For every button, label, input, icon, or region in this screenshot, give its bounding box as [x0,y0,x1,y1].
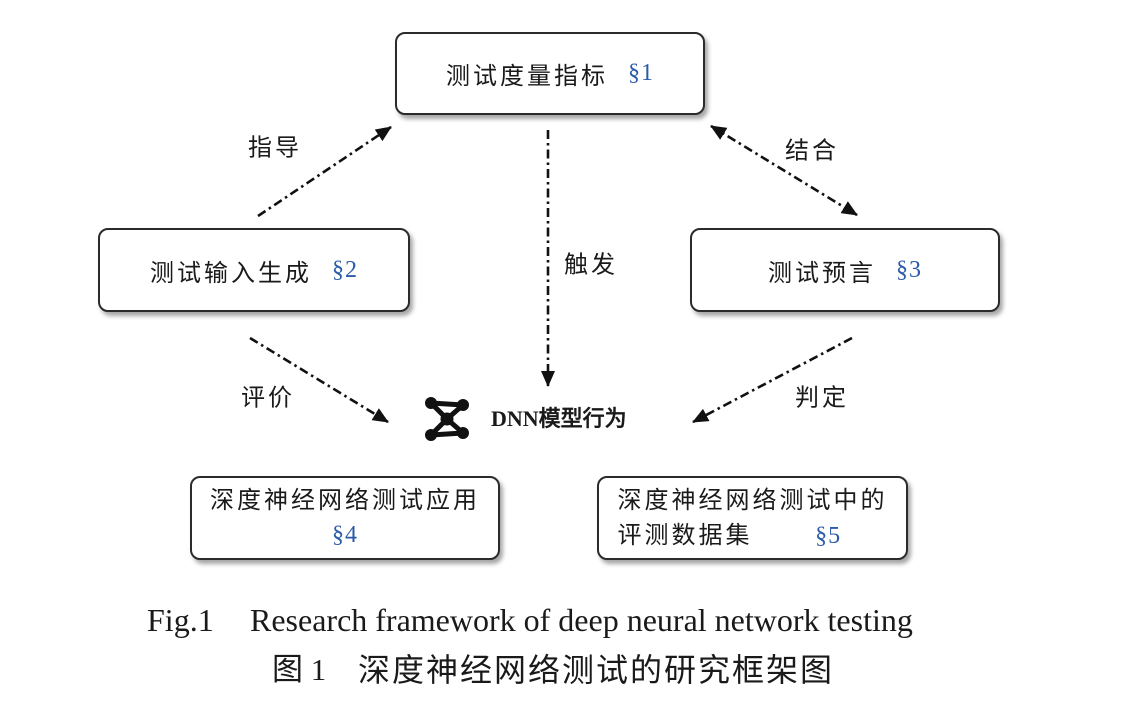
node-label: 深度神经网络测试应用 [210,486,480,514]
section-ref: §3 [896,256,922,283]
edge-judge-line [692,336,853,424]
node-label: 测试预言 [768,258,876,287]
edge-evaluate-line [249,336,389,424]
node-label: 测试输入生成 [150,258,312,287]
dnn-behavior-label: DNN模型行为 [491,406,627,431]
section-ref: §5 [815,522,842,549]
edge-judge-label: 判定 [795,383,849,412]
node-testing-applications: 深度神经网络测试应用 §4 [190,476,500,560]
section-ref: §2 [332,256,358,283]
caption-en-title: Research framework of deep neural networ… [250,602,913,638]
node-test-oracle: 测试预言 §3 [690,228,1000,312]
section-ref: §1 [628,60,654,86]
node-evaluation-datasets: 深度神经网络测试中的 评测数据集 §5 [597,476,908,560]
node-label-block: 深度神经网络测试中的 评测数据集 §5 [618,483,888,554]
caption-en-fig-number: Fig.1 [147,602,214,638]
node-label-line1: 深度神经网络测试中的 [617,485,888,514]
node-label: 测试度量指标 [446,62,608,90]
edge-combine-line [710,124,858,217]
section-ref: §4 [332,522,358,548]
edge-combine-label: 结合 [785,136,839,165]
edge-guide-label: 指导 [248,133,302,162]
caption-zh-title: 深度神经网络测试的研究框架图 [358,652,835,688]
edge-trigger-label: 触发 [564,250,618,279]
edge-evaluate-label: 评价 [241,383,295,412]
node-test-input-generation: 测试输入生成 §2 [98,228,410,312]
caption-zh-fig-number: 图 1 [272,652,327,687]
node-label-line2: 评测数据集 [617,520,753,549]
neural-network-icon [425,397,469,441]
node-test-metrics: 测试度量指标 §1 [395,32,705,115]
edge-guide-line [257,125,392,218]
node-label-line2-row: 评测数据集 §5 [618,518,842,554]
